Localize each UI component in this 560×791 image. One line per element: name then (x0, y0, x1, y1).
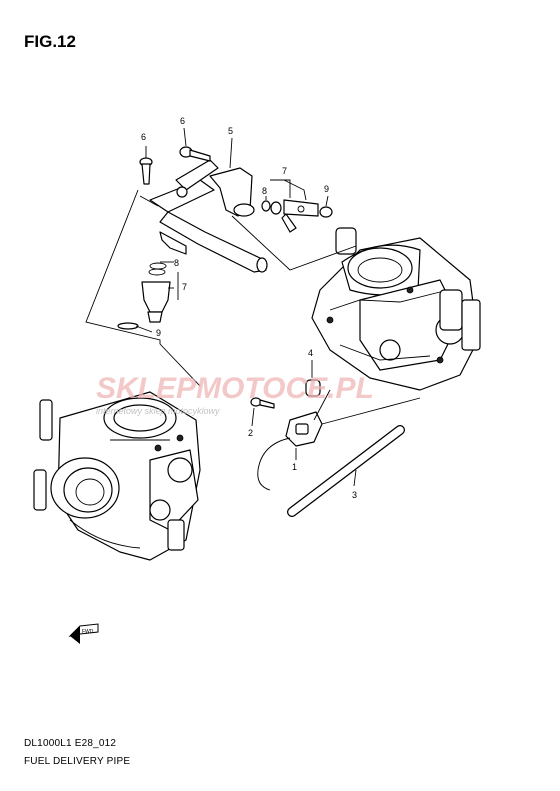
leader-lines (85, 127, 421, 487)
watermark: SKLEPMOTOCE.PL internetowy sklep motocyk… (96, 372, 374, 416)
callout-9-right: 9 (324, 184, 329, 194)
fwd-label: FWD (82, 629, 94, 635)
bolt-part-6-top (179, 146, 211, 162)
diagram-name: FUEL DELIVERY PIPE (24, 756, 131, 767)
sensor-part-1 (257, 411, 323, 491)
callout-8-left: 8 (174, 258, 179, 268)
injector-right (261, 199, 333, 233)
left-throttle-body (33, 391, 201, 561)
callout-labels: 6 6 5 7 8 9 8 7 9 4 2 1 3 (141, 116, 357, 500)
screw-part-2 (250, 397, 275, 409)
callout-9-left: 9 (156, 328, 161, 338)
cap-part-4 (305, 379, 321, 397)
diagram-code: DL1000L1 E28_012 (24, 738, 117, 749)
callout-2: 2 (248, 428, 253, 438)
callout-6-top: 6 (180, 116, 185, 126)
hose-part-3 (287, 425, 405, 517)
watermark-tagline: internetowy sklep motocyklowy (96, 406, 220, 416)
watermark-brand: SKLEPMOTOCE.PL (96, 372, 374, 405)
right-throttle-body (311, 227, 481, 391)
callout-7-left: 7 (182, 282, 187, 292)
callout-8-right: 8 (262, 186, 267, 196)
callout-4: 4 (308, 348, 313, 358)
callout-5: 5 (228, 126, 233, 136)
callout-1: 1 (292, 462, 297, 472)
callout-6-left: 6 (141, 132, 146, 142)
fwd-arrow-icon: FWD (68, 623, 99, 644)
callout-7-right: 7 (282, 166, 287, 176)
callout-3: 3 (352, 490, 357, 500)
figure-title: FIG.12 (24, 32, 76, 51)
injector-left (117, 262, 171, 330)
fuel-delivery-pipe (139, 159, 268, 273)
bolt-part-6-left (139, 157, 153, 185)
